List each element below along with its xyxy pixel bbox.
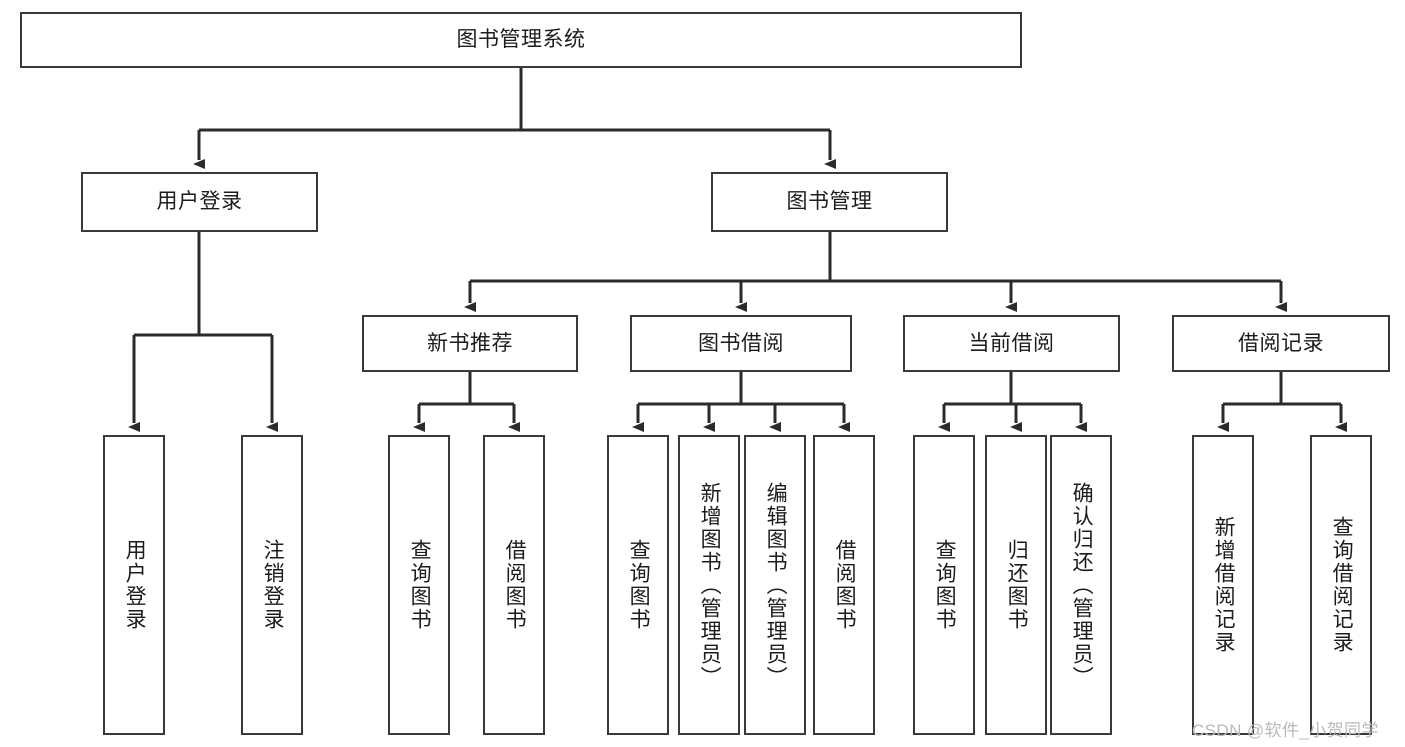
node-borrow-record[interactable]: 借阅记录	[1172, 315, 1390, 372]
node-label: 查询借阅记录	[1330, 516, 1354, 654]
node-leaf-query-book-2[interactable]: 查询图书	[607, 435, 669, 735]
edge-book-borrow-to-leaves	[632, 372, 850, 432]
node-label: 归还图书	[1005, 539, 1029, 631]
node-label: 新书推荐	[427, 331, 513, 355]
node-leaf-add-book[interactable]: 新增图书（管理员）	[678, 435, 740, 735]
edge-current-borrow-to-leaves	[938, 372, 1087, 432]
node-label: 用户登录	[156, 190, 243, 214]
node-user-login[interactable]: 用户登录	[81, 172, 318, 232]
node-label: 注销登录	[261, 539, 285, 631]
node-label: 查询图书	[627, 539, 651, 631]
node-label: 图书借阅	[698, 331, 784, 355]
node-leaf-confirm-return[interactable]: 确认归还（管理员）	[1050, 435, 1112, 735]
node-leaf-borrow-book-1[interactable]: 借阅图书	[483, 435, 545, 735]
node-new-book-rec[interactable]: 新书推荐	[362, 315, 578, 372]
node-leaf-query-book-3[interactable]: 查询图书	[913, 435, 975, 735]
node-book-manage[interactable]: 图书管理	[711, 172, 948, 232]
node-leaf-return-book[interactable]: 归还图书	[985, 435, 1047, 735]
edge-root-to-level1	[193, 68, 836, 169]
node-label: 用户登录	[123, 539, 147, 631]
edge-new-book-rec-to-leaves	[413, 372, 520, 432]
csdn-watermark: CSDN @软件_小贺同学	[1192, 721, 1379, 740]
node-label: 借阅图书	[833, 539, 857, 631]
edge-book-manage-to-level2	[464, 232, 1287, 312]
node-label: 编辑图书（管理员）	[764, 481, 788, 689]
node-leaf-logout[interactable]: 注销登录	[241, 435, 303, 735]
node-label: 当前借阅	[968, 331, 1055, 355]
node-label: 借阅记录	[1238, 331, 1324, 355]
node-label: 新增借阅记录	[1212, 516, 1236, 654]
node-leaf-edit-book[interactable]: 编辑图书（管理员）	[744, 435, 806, 735]
node-leaf-borrow-book-2[interactable]: 借阅图书	[813, 435, 875, 735]
node-label: 图书管理	[786, 190, 873, 214]
node-leaf-query-book-1[interactable]: 查询图书	[388, 435, 450, 735]
node-label: 借阅图书	[503, 539, 527, 631]
node-current-borrow[interactable]: 当前借阅	[903, 315, 1120, 372]
node-book-borrow[interactable]: 图书借阅	[630, 315, 852, 372]
node-label: 新增图书（管理员）	[698, 481, 722, 689]
node-label: 查询图书	[933, 539, 957, 631]
node-leaf-add-record[interactable]: 新增借阅记录	[1192, 435, 1254, 735]
node-label: 确认归还（管理员）	[1070, 481, 1094, 689]
edge-borrow-record-to-leaves	[1217, 372, 1347, 432]
node-leaf-query-record[interactable]: 查询借阅记录	[1310, 435, 1372, 735]
edge-user-login-to-leaves	[128, 232, 278, 432]
node-leaf-user-login[interactable]: 用户登录	[103, 435, 165, 735]
node-label: 查询图书	[408, 539, 432, 631]
node-label: 图书管理系统	[456, 28, 586, 52]
node-root-system[interactable]: 图书管理系统	[20, 12, 1022, 68]
